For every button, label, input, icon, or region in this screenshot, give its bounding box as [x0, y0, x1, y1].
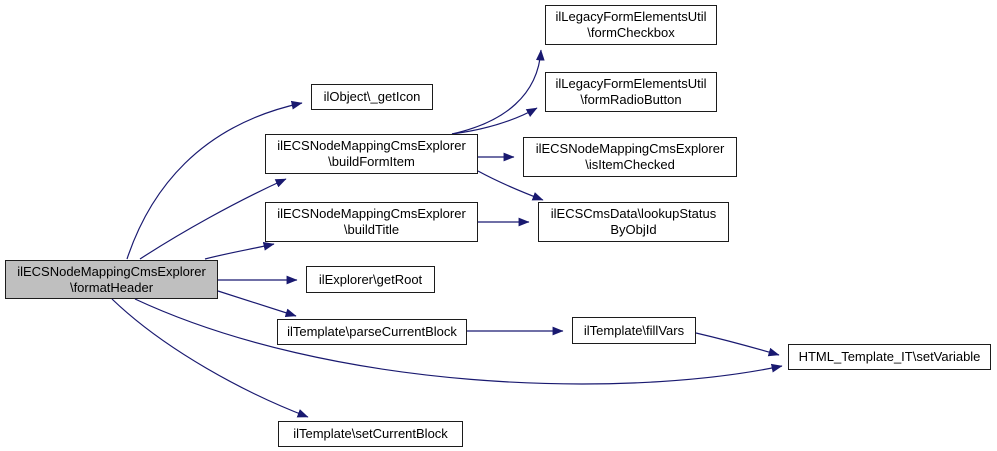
edge-formatHeader-to-buildTitle	[204, 242, 275, 260]
edge-buildFormItem-to-lookupStatusByObjId	[477, 170, 544, 201]
edge-buildFormItem-to-formCheckbox	[451, 49, 545, 135]
node-label: ilLegacyFormElementsUtil	[555, 76, 707, 91]
edge-formatHeader-to-getIcon	[126, 100, 303, 260]
node-label: ilECSNodeMappingCmsExplorer	[535, 141, 725, 156]
node-form-radio-button[interactable]: ilLegacyFormElementsUtil \formRadioButto…	[545, 72, 717, 112]
node-label: ilECSNodeMappingCmsExplorer	[277, 138, 466, 153]
node-label: ilTemplate\fillVars	[583, 322, 685, 338]
node-label: ilObject\_getIcon	[323, 89, 421, 104]
node-label: HTML_Template_IT\setVariable	[798, 349, 981, 364]
node-label: \isItemChecked	[585, 157, 675, 172]
node-label: \buildTitle	[343, 222, 400, 237]
node-label: ilTemplate\setCurrentBlock	[293, 426, 448, 441]
node-build-title[interactable]: ilECSNodeMappingCmsExplorer \buildTitle	[265, 202, 478, 242]
node-form-checkbox[interactable]: ilLegacyFormElementsUtil \formCheckbox	[545, 5, 717, 45]
edge-formatHeader-to-setVariable	[134, 298, 783, 385]
node-label: \formCheckbox	[587, 25, 675, 40]
node-set-variable[interactable]: HTML_Template_IT\setVariable	[788, 344, 991, 370]
node-label: ilExplorer\getRoot	[318, 271, 423, 287]
edge-formatHeader-to-buildFormItem	[139, 178, 287, 260]
edge-fillVars-to-setVariable	[695, 332, 780, 357]
node-label: ilTemplate\parseCurrentBlock	[287, 324, 457, 339]
node-get-root[interactable]: ilExplorer\getRoot	[306, 266, 435, 293]
node-label: ilECSNodeMappingCmsExplorer	[277, 206, 466, 221]
node-label: \formatHeader	[69, 279, 154, 295]
edge-formatHeader-to-setCurrentBlock	[111, 298, 309, 418]
node-label: ilECSCmsData\lookupStatus	[550, 206, 717, 221]
node-lookup-status-by-obj-id[interactable]: ilECSCmsData\lookupStatus ByObjId	[538, 202, 729, 242]
node-label: ilECSNodeMappingCmsExplorer	[17, 263, 206, 279]
node-label: \formRadioButton	[580, 92, 682, 107]
node-is-item-checked[interactable]: ilECSNodeMappingCmsExplorer \isItemCheck…	[523, 137, 737, 177]
node-parse-current-block[interactable]: ilTemplate\parseCurrentBlock	[277, 319, 467, 345]
edge-buildFormItem-to-formRadioButton	[451, 107, 538, 135]
node-set-current-block[interactable]: ilTemplate\setCurrentBlock	[278, 421, 463, 447]
node-build-form-item[interactable]: ilECSNodeMappingCmsExplorer \buildFormIt…	[265, 134, 478, 174]
node-fill-vars[interactable]: ilTemplate\fillVars	[572, 317, 696, 344]
node-get-icon[interactable]: ilObject\_getIcon	[311, 84, 433, 110]
node-label: ByObjId	[610, 222, 657, 237]
edge-formatHeader-to-parseCurrentBlock	[217, 290, 297, 317]
node-label: ilLegacyFormElementsUtil	[555, 9, 707, 24]
node-label: \buildFormItem	[328, 154, 415, 169]
node-format-header: ilECSNodeMappingCmsExplorer \formatHeade…	[5, 260, 218, 299]
